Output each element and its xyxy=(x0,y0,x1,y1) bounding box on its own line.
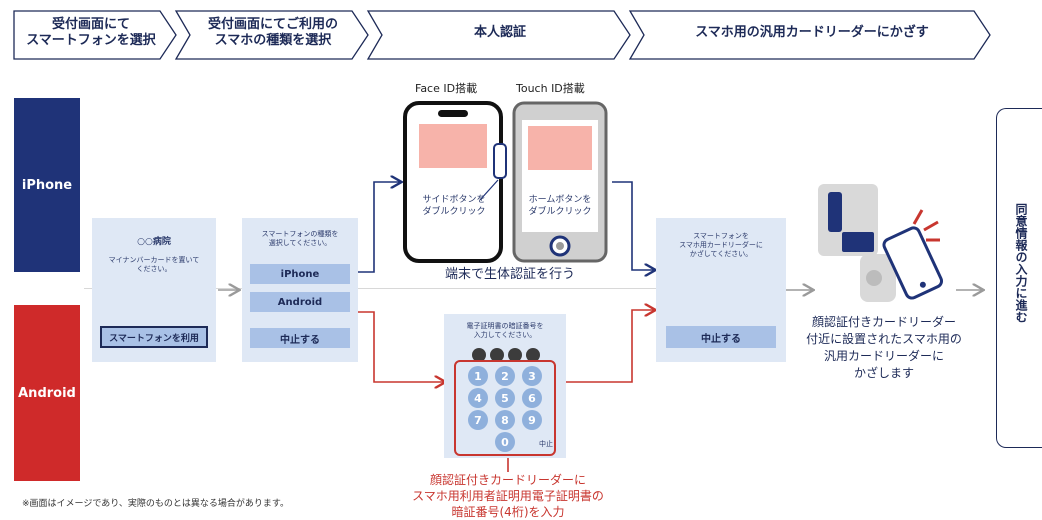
step-4-shape xyxy=(628,10,991,60)
android-bar-label: Android xyxy=(18,385,76,401)
pin-dot-3 xyxy=(508,348,522,362)
touchid-title: Touch ID搭載 xyxy=(516,82,585,95)
iphone-bar: iPhone xyxy=(14,98,80,272)
type-instruction: スマートフォンの種類を 選択してください。 xyxy=(261,230,339,247)
iphone-bar-label: iPhone xyxy=(21,177,73,193)
pin-dot-4 xyxy=(526,348,540,362)
flow-divider xyxy=(84,288,744,289)
pin-caption: 顔認証付きカードリーダーに スマホ用利用者証明用電子証明書の 暗証番号(4桁)を… xyxy=(412,473,604,519)
touchid-phone-icon xyxy=(512,101,608,263)
key-2[interactable]: 2 xyxy=(495,366,515,386)
key-4[interactable]: 4 xyxy=(468,388,488,408)
iphone-button[interactable]: iPhone xyxy=(250,264,350,284)
pin-instruction: 電子証明書の暗証番号を 入力してください。 xyxy=(466,322,544,339)
step-2-label: 受付画面にてご利用の スマホの種類を選択 xyxy=(207,17,338,48)
step-4-label: スマホ用の汎用カードリーダーにかざす xyxy=(695,25,929,40)
cancel-button-4[interactable]: 中止する xyxy=(666,326,776,348)
pin-dot-1 xyxy=(472,348,486,362)
key-5[interactable]: 5 xyxy=(495,388,515,408)
step-1-label: 受付画面にて スマートフォンを選択 xyxy=(26,17,156,48)
key-9[interactable]: 9 xyxy=(522,410,542,430)
footnote: ※画面はイメージであり、実際のものとは異なる場合があります。 xyxy=(22,499,290,509)
android-bar: Android xyxy=(14,305,80,481)
reception-screen-2: スマートフォンの種類を 選択してください。 iPhone Android 中止す… xyxy=(242,218,358,362)
card-instruction: マイナンバーカードを置いて ください。 xyxy=(108,256,200,273)
reception-screen-4: スマートフォンを スマホ用カードリーダーに かざしてください。 中止する xyxy=(656,218,786,362)
key-1[interactable]: 1 xyxy=(468,366,488,386)
step-2-shape xyxy=(174,10,369,60)
reader-caption: 顔認証付きカードリーダー 付近に設置されたスマホ用の 汎用カードリーダーに かざ… xyxy=(806,315,962,380)
step-1-shape xyxy=(13,10,177,60)
key-7[interactable]: 7 xyxy=(468,410,488,430)
hospital-name: ○○病院 xyxy=(137,237,171,247)
key-3[interactable]: 3 xyxy=(522,366,542,386)
final-step-box: 同意情報の入力に進む xyxy=(996,108,1042,448)
hold-instruction: スマートフォンを スマホ用カードリーダーに かざしてください。 xyxy=(679,232,763,258)
card-reader-icon xyxy=(818,184,944,302)
key-8[interactable]: 8 xyxy=(495,410,515,430)
pin-dot-2 xyxy=(490,348,504,362)
keypad-highlight xyxy=(454,360,556,456)
step-3-shape xyxy=(366,10,631,60)
touchid-instruction: ホームボタンを ダブルクリック xyxy=(528,195,592,217)
reception-screen-1: ○○病院 マイナンバーカードを置いて ください。 スマートフォンを利用 xyxy=(92,218,216,362)
step-3-label: 本人認証 xyxy=(473,25,526,40)
key-0[interactable]: 0 xyxy=(495,432,515,452)
use-smartphone-button[interactable]: スマートフォンを利用 xyxy=(100,326,208,348)
android-button[interactable]: Android xyxy=(250,292,350,312)
cancel-button[interactable]: 中止する xyxy=(250,328,350,348)
faceid-title: Face ID搭載 xyxy=(415,82,478,95)
key-6[interactable]: 6 xyxy=(522,388,542,408)
steps-chevron-bar xyxy=(13,10,991,60)
biometric-caption: 端末で生体認証を行う xyxy=(444,267,575,282)
pin-entry-screen: 電子証明書の暗証番号を 入力してください。 1 2 3 4 5 6 7 8 9 … xyxy=(444,314,566,458)
faceid-phone-icon xyxy=(403,101,507,263)
final-step-label: 同意情報の入力に進む xyxy=(1014,203,1028,323)
pin-cancel-key[interactable]: 中止 xyxy=(539,440,553,448)
faceid-instruction: サイドボタンを ダブルクリック xyxy=(422,195,486,217)
